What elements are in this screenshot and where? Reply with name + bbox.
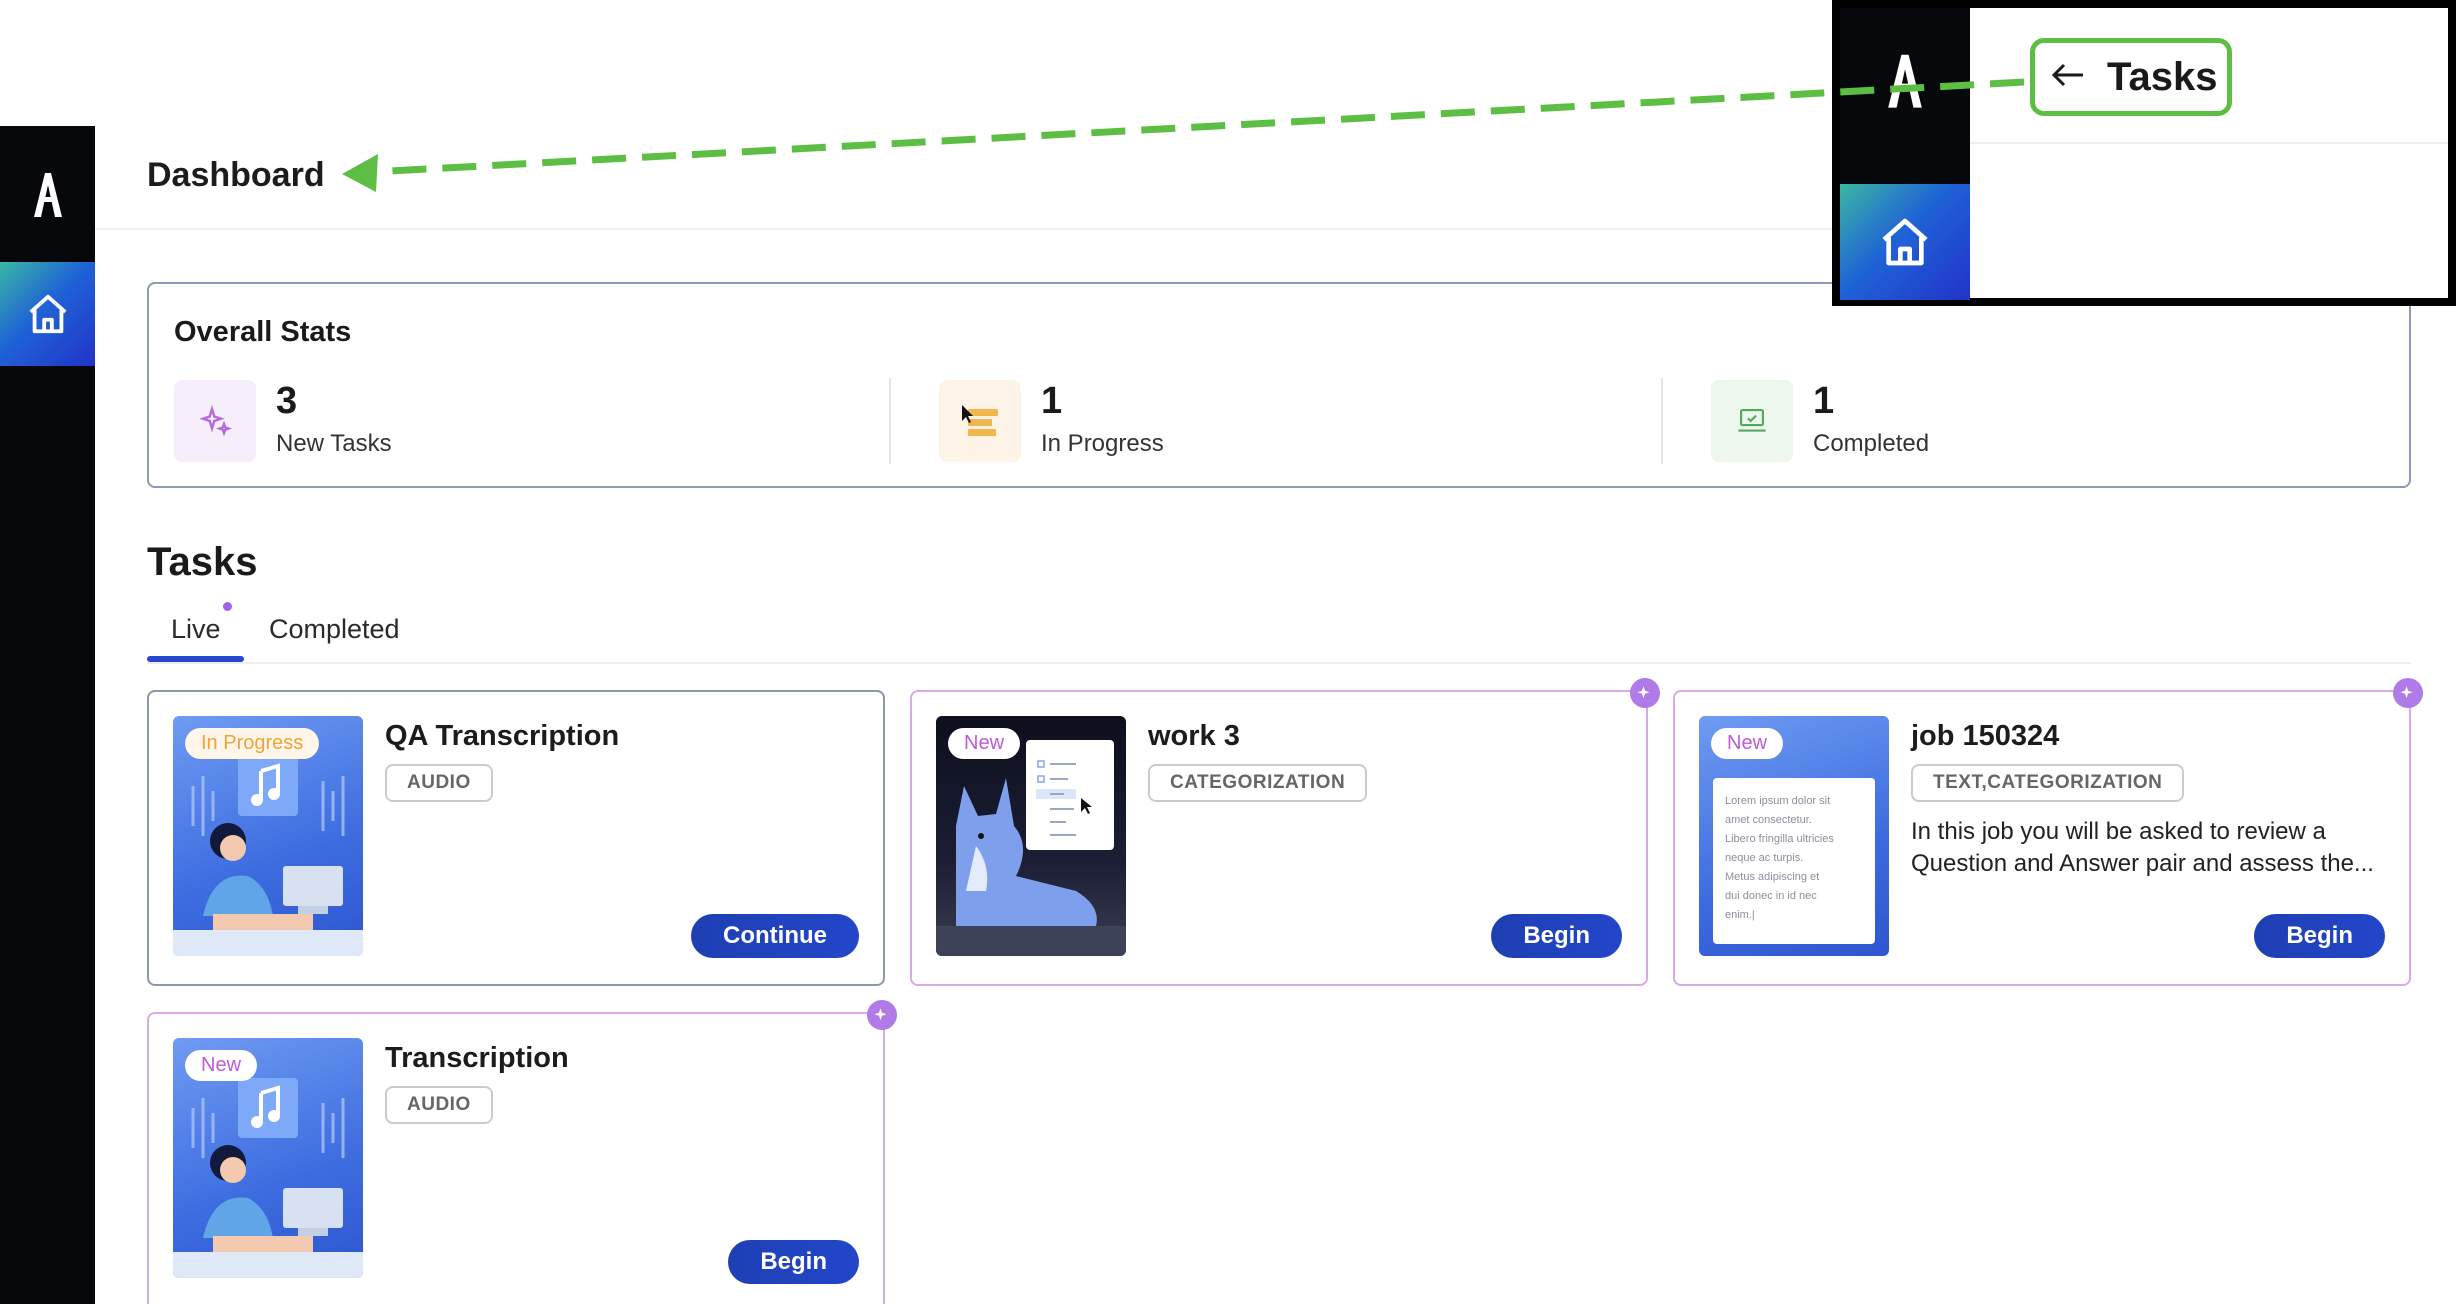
sidebar: [0, 126, 95, 1304]
preview-line: amet consectetur.: [1725, 814, 1812, 826]
task-card-qa-transcription[interactable]: In Progress QA Transcription AUDIO Conti…: [147, 690, 885, 986]
progress-bars-icon: [939, 380, 1021, 462]
dog-category-illustration-icon: [936, 740, 1126, 956]
continue-button[interactable]: Continue: [691, 914, 859, 958]
app-logo-icon: [1840, 30, 1970, 130]
preview-line: Lorem ipsum dolor sit: [1725, 795, 1831, 807]
task-type-tag: CATEGORIZATION: [1148, 764, 1368, 802]
live-indicator-dot: [223, 602, 232, 611]
task-type-tag: AUDIO: [385, 764, 493, 802]
stat-value: 1: [1813, 380, 1835, 422]
task-type-tag: TEXT,CATEGORIZATION: [1911, 764, 2185, 802]
new-sparkle-badge-icon: [2393, 678, 2423, 708]
text-thumbnail: Lorem ipsum dolor sit amet consectetur. …: [1699, 716, 1889, 956]
zoom-inset: Tasks: [1832, 0, 2456, 306]
stat-label: New Tasks: [276, 430, 392, 457]
audio-thumbnail: New: [173, 1038, 363, 1278]
person-audio-illustration-icon: [173, 1078, 363, 1278]
status-badge: New: [1711, 728, 1784, 759]
task-title: QA Transcription: [385, 720, 620, 752]
status-badge: In Progress: [185, 728, 320, 759]
text-editor-preview: Lorem ipsum dolor sit amet consectetur. …: [1713, 778, 1875, 944]
home-icon: [0, 262, 95, 366]
task-title: Transcription: [385, 1042, 569, 1074]
new-sparkle-badge-icon: [867, 1000, 897, 1030]
stat-value: 1: [1041, 380, 1063, 422]
task-card-transcription[interactable]: New Transcription AUDIO Begin: [147, 1000, 897, 1304]
divider: [889, 378, 891, 464]
tab-completed[interactable]: Completed: [269, 614, 400, 644]
task-card-work-3[interactable]: New work 3 CATEGORIZATION Begin: [910, 678, 1660, 986]
preview-line: Libero fringilla ultricies: [1725, 833, 1834, 845]
task-type-tag: AUDIO: [385, 1086, 493, 1124]
status-badge: New: [185, 1050, 258, 1081]
preview-line: enim.|: [1725, 909, 1755, 921]
task-description: In this job you will be asked to review …: [1911, 816, 2395, 880]
home-icon: [1840, 184, 1970, 300]
categorization-thumbnail: New: [936, 716, 1126, 956]
begin-button[interactable]: Begin: [728, 1240, 859, 1284]
preview-line: Metus adipiscing et: [1725, 871, 1820, 883]
sparkle-icon: [174, 380, 256, 462]
stat-value: 3: [276, 380, 298, 422]
task-tabs: Live Completed: [147, 596, 2411, 664]
page-header: Dashboard: [95, 126, 2456, 230]
task-title: work 3: [1148, 720, 1240, 752]
audio-thumbnail: In Progress: [173, 716, 363, 956]
page-title: Dashboard: [147, 156, 325, 194]
stats-title: Overall Stats: [174, 316, 352, 348]
divider: [1661, 378, 1663, 464]
overall-stats-panel: Overall Stats 3 New Tasks 1 In Progress: [147, 282, 2411, 488]
task-description-line: In this job you will be asked to review …: [1911, 818, 2326, 845]
preview-line: dui donec in id nec: [1725, 890, 1817, 902]
app-logo-icon[interactable]: [0, 126, 95, 262]
tasks-heading: Tasks: [147, 540, 258, 584]
divider: [1970, 142, 2448, 144]
back-to-tasks-label: Tasks: [2107, 54, 2218, 99]
new-sparkle-badge-icon: [1630, 678, 1660, 708]
tab-live[interactable]: Live: [171, 614, 221, 644]
preview-line: neque ac turpis.: [1725, 852, 1804, 864]
status-badge: New: [948, 728, 1021, 759]
stat-label: In Progress: [1041, 430, 1164, 457]
stat-label: Completed: [1813, 430, 1930, 457]
task-card-job-150324[interactable]: Lorem ipsum dolor sit amet consectetur. …: [1673, 678, 2423, 986]
back-to-tasks-button[interactable]: Tasks: [2030, 38, 2232, 116]
active-tab-underline: [147, 656, 244, 662]
task-description-line: Question and Answer pair and assess the.…: [1911, 850, 2374, 877]
sidebar-item-home[interactable]: [0, 262, 95, 366]
begin-button[interactable]: Begin: [2254, 914, 2385, 958]
person-audio-illustration-icon: [173, 756, 363, 956]
task-title: job 150324: [1911, 720, 2060, 752]
begin-button[interactable]: Begin: [1491, 914, 1622, 958]
inset-sidebar: [1840, 8, 1970, 300]
laptop-check-icon: [1711, 380, 1793, 462]
arrow-left-icon: [2051, 62, 2085, 93]
